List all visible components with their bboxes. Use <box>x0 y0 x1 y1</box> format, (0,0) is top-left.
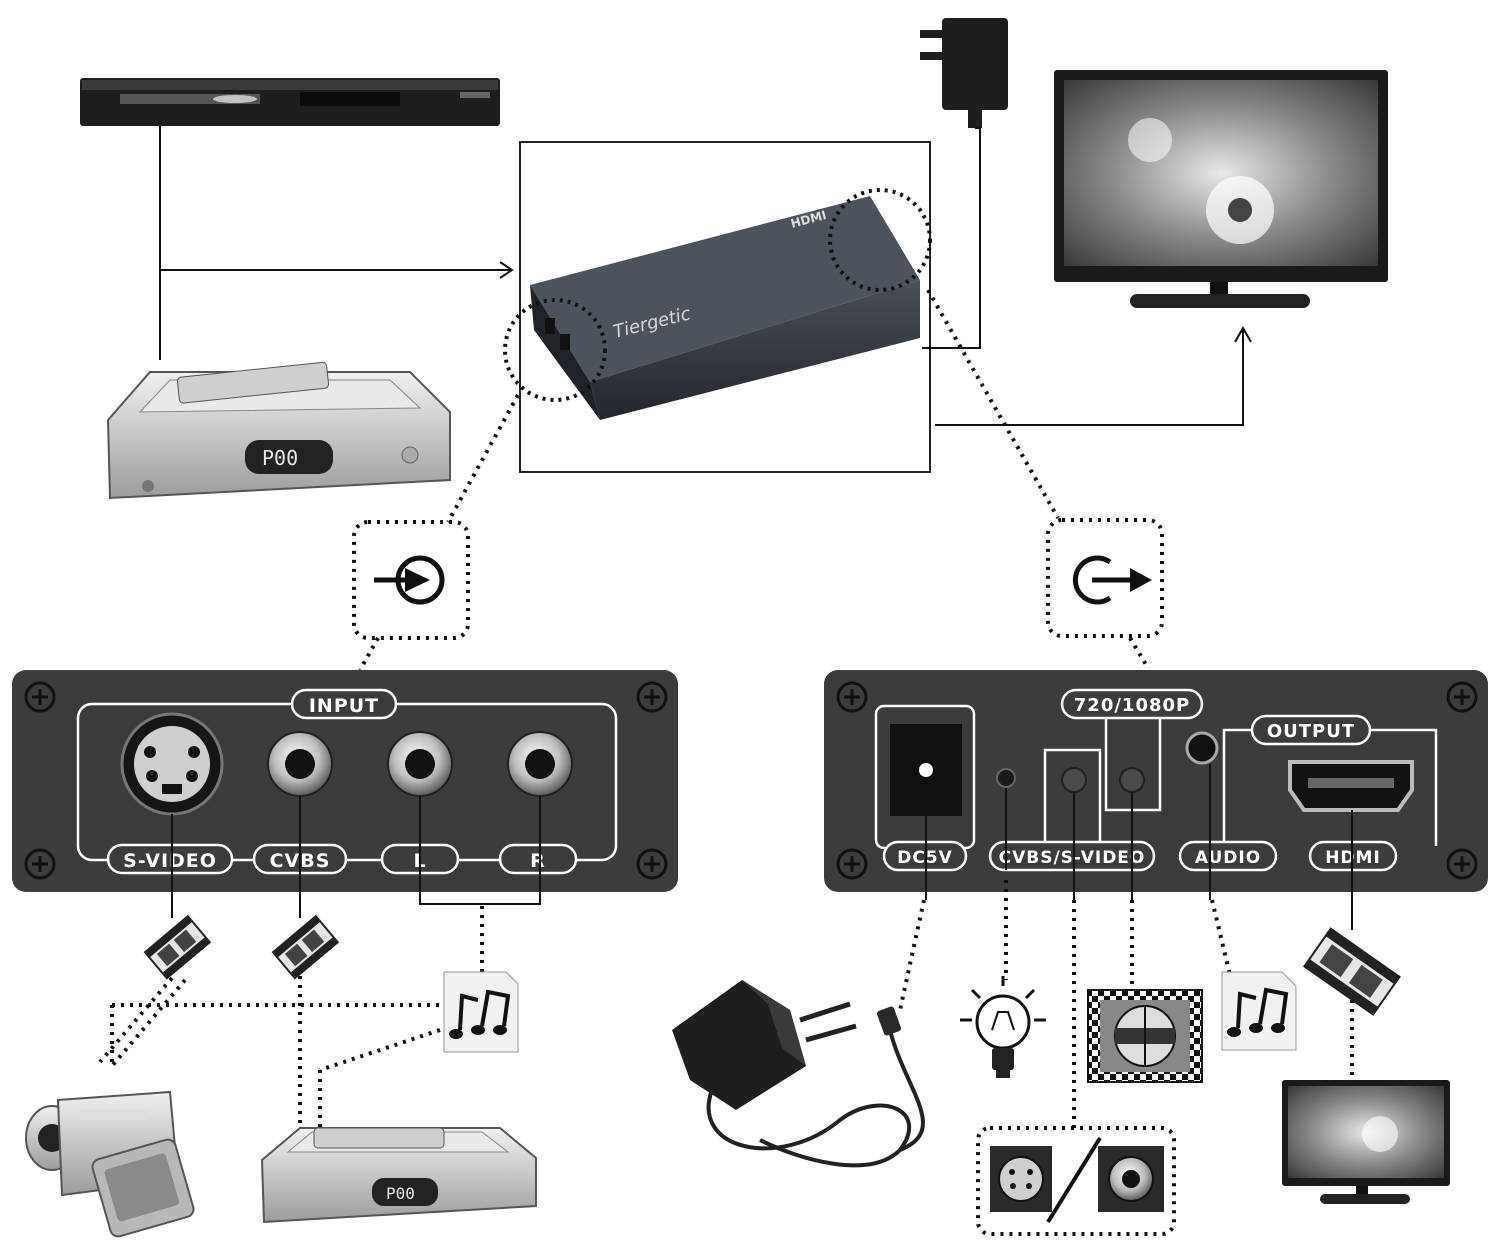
receiver-display: P00 <box>262 446 298 470</box>
satellite-receiver-bottom: P00 <box>260 1127 537 1224</box>
power-adapter-top <box>920 18 1008 128</box>
light-bulb-icon <box>960 976 1046 1078</box>
camcorder <box>25 1090 195 1238</box>
satellite-receiver: P00 <box>106 361 451 500</box>
svideo-port <box>120 712 224 816</box>
film-strip-icon <box>271 914 340 980</box>
input-symbol-box <box>352 520 470 640</box>
power-adapter-bottom <box>672 980 925 1168</box>
output-arrow-icon <box>1072 555 1152 605</box>
film-strip-icon <box>143 914 212 980</box>
input-panel-title: INPUT <box>309 695 379 717</box>
svideo-cvbs-selector-icon <box>976 1126 1176 1236</box>
film-strip-icon <box>1302 927 1401 1016</box>
test-pattern-icon <box>1087 989 1203 1083</box>
input-ports-highlight <box>503 298 607 402</box>
audio-label: AUDIO <box>1195 848 1261 868</box>
svideo-label: S-VIDEO <box>123 850 217 872</box>
output-ports-highlight <box>828 188 932 292</box>
audio-right-port <box>507 731 573 797</box>
television-top <box>1054 70 1388 308</box>
television-bottom <box>1282 1080 1450 1204</box>
output-panel-title: OUTPUT <box>1267 721 1355 742</box>
audio-left-port <box>387 731 453 797</box>
dc5v-label: DC5V <box>897 848 953 868</box>
input-panel: INPUT S-VIDEO CVBS <box>12 670 678 892</box>
converter-box: Tiergetic HDMI <box>530 196 920 420</box>
resolution-label: 720/1080P <box>1074 695 1190 716</box>
hdmi-port <box>1288 760 1414 812</box>
audio-right-label: R <box>530 850 546 872</box>
input-leaders <box>98 796 541 1140</box>
music-note-icon <box>443 971 519 1053</box>
dvd-player <box>80 78 500 126</box>
mode-switch-button <box>1061 767 1087 793</box>
cvbs-svideo-label: CVBS/S-VIDEO <box>999 848 1146 868</box>
cvbs-port <box>267 731 333 797</box>
output-symbol-box <box>1046 518 1164 638</box>
input-arrow-icon <box>374 555 445 605</box>
resolution-switch-button <box>1119 767 1145 793</box>
power-led <box>996 768 1016 788</box>
output-leaders <box>898 764 1354 1128</box>
output-panel: 720/1080P OUTPUT DC5V CVBS/S-VIDEO AUDIO… <box>824 670 1488 892</box>
top-connection-lines <box>159 126 1252 426</box>
music-note-icon <box>1221 971 1297 1051</box>
dotted-leaders <box>358 289 1150 671</box>
converter-frame <box>519 141 931 473</box>
audio-out-jack <box>1185 731 1219 765</box>
receiver-bottom-display: P00 <box>386 1184 415 1203</box>
dc-jack <box>919 763 933 777</box>
